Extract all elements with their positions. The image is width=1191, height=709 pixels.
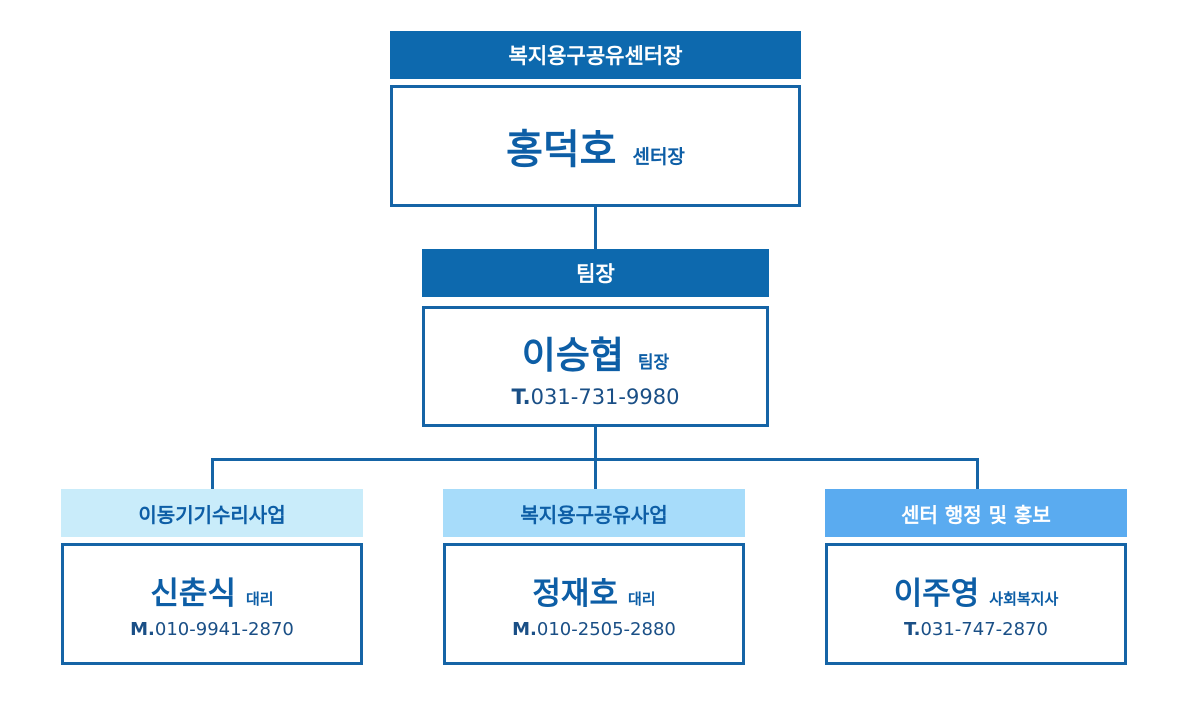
connector-leader-down: [594, 425, 597, 461]
team-2-header: 복지용구공유사업: [443, 489, 745, 537]
team-1-phone-number: 010-9941-2870: [154, 619, 294, 640]
connector-team-2: [594, 458, 597, 490]
team-3-phone: T.031-747-2870: [904, 619, 1048, 640]
team-1-title: 대리: [245, 590, 274, 608]
team-2-box: 정재호 대리 M.010-2505-2880: [443, 543, 745, 665]
team-2-name: 정재호: [532, 576, 618, 612]
director-header: 복지용구공유센터장: [390, 31, 801, 79]
team-1-phone-prefix: M.: [130, 619, 155, 640]
team-3-name-row: 이주영 사회복지사: [894, 568, 1059, 613]
team-3-header: 센터 행정 및 홍보: [825, 489, 1127, 537]
team-2-phone: M.010-2505-2880: [512, 619, 676, 640]
leader-header: 팀장: [422, 249, 769, 297]
team-2-phone-number: 010-2505-2880: [536, 619, 676, 640]
team-1-name: 신춘식: [150, 576, 236, 612]
leader-phone-number: 031-731-9980: [530, 384, 680, 409]
team-3-box: 이주영 사회복지사 T.031-747-2870: [825, 543, 1127, 665]
leader-box: 이승협 팀장 T.031-731-9980: [422, 306, 769, 427]
team-2-title: 대리: [627, 590, 656, 608]
team-1-phone: M.010-9941-2870: [130, 619, 294, 640]
director-name-row: 홍덕호 센터장: [506, 117, 685, 175]
leader-phone: T.031-731-9980: [512, 385, 680, 409]
team-3-phone-prefix: T.: [904, 619, 921, 640]
connector-team-1: [211, 458, 214, 490]
team-3-phone-number: 031-747-2870: [920, 619, 1048, 640]
connector-director-leader: [594, 205, 597, 250]
leader-phone-prefix: T.: [511, 384, 531, 409]
team-1-name-row: 신춘식 대리: [150, 568, 273, 613]
team-2-phone-prefix: M.: [512, 619, 537, 640]
leader-name-row: 이승협 팀장: [522, 325, 669, 379]
team-3-title: 사회복지사: [989, 590, 1059, 608]
director-name: 홍덕호: [506, 127, 617, 173]
team-2-name-row: 정재호 대리: [532, 568, 655, 613]
leader-title: 팀장: [637, 352, 670, 373]
connector-team-3: [976, 458, 979, 490]
director-box: 홍덕호 센터장: [390, 85, 801, 207]
team-3-name: 이주영: [893, 576, 980, 612]
team-1-header: 이동기기수리사업: [61, 489, 363, 537]
director-title: 센터장: [632, 146, 685, 168]
team-1-box: 신춘식 대리 M.010-9941-2870: [61, 543, 363, 665]
leader-name: 이승협: [521, 333, 624, 377]
